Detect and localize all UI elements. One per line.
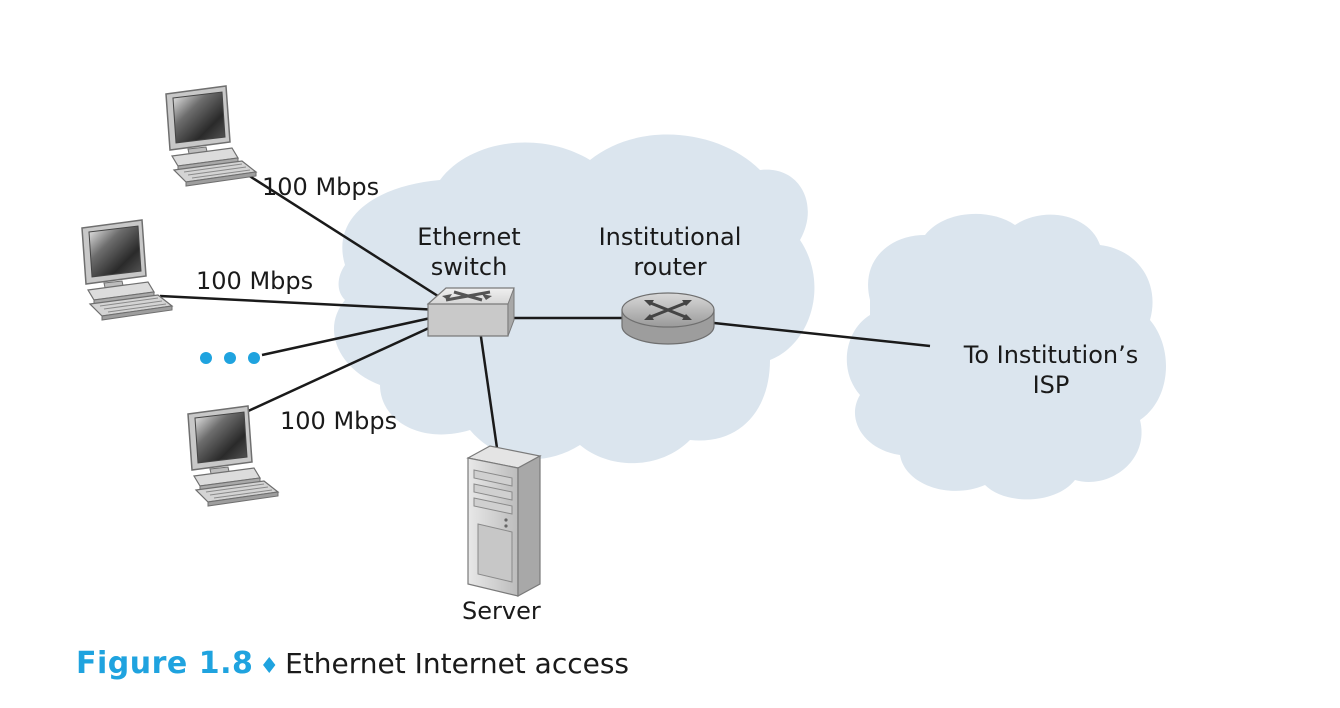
ethernet-switch-icon [426,287,515,337]
link-speed-label-top: 100 Mbps [262,173,380,201]
isp-label-line2: ISP [1032,371,1070,399]
isp-label-line1: To Institution’s [963,341,1139,369]
link-computer-bottom [245,320,443,414]
institutional-router-icon [621,292,715,345]
link-switch-server [478,329,499,449]
institutional-router-label-line1: Institutional [598,223,742,251]
server-icon [466,445,542,598]
computer-top-icon [165,85,257,187]
isp-cloud [846,213,1167,500]
institution-network-cloud [333,134,815,464]
figure-caption: Figure 1.8♦Ethernet Internet access [76,646,629,681]
computer-middle-icon [81,219,173,321]
ethernet-switch-label: Ethernet switch [404,222,534,282]
institutional-router-label-line2: router [633,253,707,281]
computer-bottom-icon [187,405,279,507]
caption-separator-icon: ♦ [259,654,280,679]
link-computer-middle [159,294,441,312]
link-computer-top [239,168,453,307]
institutional-router-label: Institutional router [580,222,760,282]
figure-title: Ethernet Internet access [285,647,630,680]
isp-label: To Institution’s ISP [936,340,1166,400]
link-router-isp [713,321,931,348]
ethernet-switch-label-line1: Ethernet [417,223,521,251]
figure-number: Figure 1.8 [76,646,254,681]
link-ellipsis [261,314,441,357]
more-computers-ellipsis-icon [200,352,260,364]
link-speed-label-bottom: 100 Mbps [280,407,398,435]
ethernet-switch-label-line2: switch [430,253,508,281]
link-speed-label-middle: 100 Mbps [196,267,314,295]
server-label: Server [462,597,541,625]
